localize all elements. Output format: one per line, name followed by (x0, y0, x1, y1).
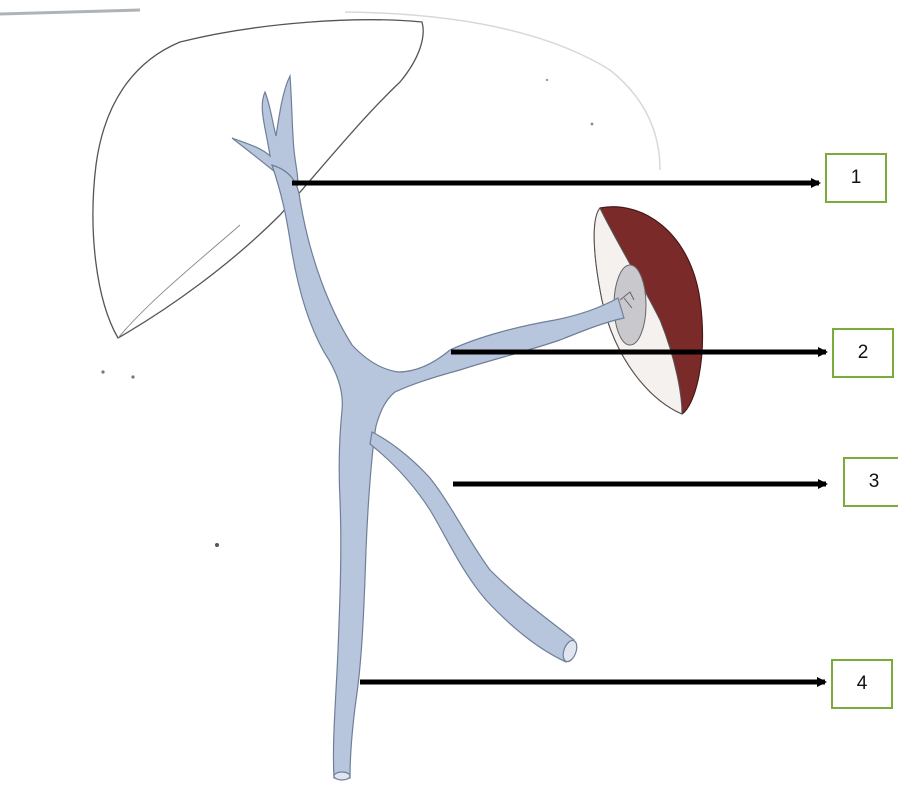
label-box-3: 3 (843, 457, 898, 507)
label-box-2: 2 (832, 328, 894, 378)
vessel-cut-end (334, 772, 350, 780)
scan-edge-line (0, 10, 140, 14)
inferior-mesenteric-vein (370, 432, 574, 662)
speck (131, 375, 134, 378)
label-box-4: 4 (831, 659, 893, 709)
speck (591, 123, 594, 126)
portal-vein-trunk (272, 165, 624, 778)
speck (101, 370, 104, 373)
label-text-2: 2 (858, 342, 869, 364)
speck (546, 79, 548, 81)
label-text-1: 1 (851, 167, 862, 189)
liver (93, 20, 423, 338)
label-text-4: 4 (857, 673, 868, 695)
label-text-3: 3 (869, 471, 880, 493)
label-box-1: 1 (825, 153, 887, 203)
speck (215, 543, 219, 547)
